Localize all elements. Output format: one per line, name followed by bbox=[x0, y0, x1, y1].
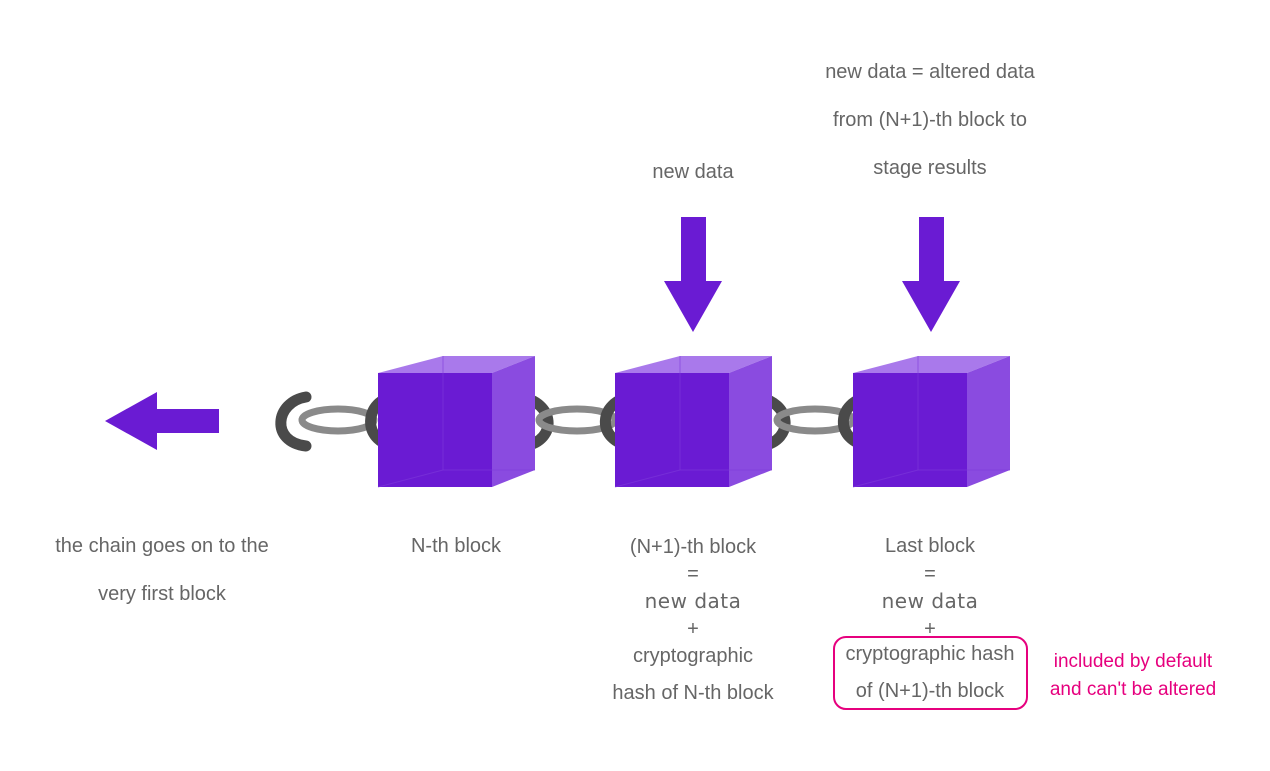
down-arrow-icon bbox=[902, 217, 960, 332]
label-line: from (N+1)-th block to bbox=[833, 109, 1027, 131]
down-arrow-icon bbox=[664, 217, 722, 332]
label-line: included by default bbox=[1054, 651, 1213, 672]
chain-start-label: the chain goes on to the very first bloc… bbox=[55, 535, 269, 605]
last-block-label: Last block = new data + cryptographic ha… bbox=[846, 535, 1015, 702]
label-line: (N+1)-th block bbox=[630, 536, 757, 558]
label-line: of (N+1)-th block bbox=[856, 680, 1005, 702]
last-block-input-label: new data = altered data from (N+1)-th bl… bbox=[825, 61, 1035, 179]
chain-link-icon bbox=[275, 391, 401, 452]
label-line: Last block bbox=[885, 535, 976, 557]
label-line: = bbox=[687, 563, 699, 585]
label-line: new data = altered data bbox=[825, 61, 1035, 83]
n-th-block-cube bbox=[377, 356, 535, 488]
label-line: + bbox=[924, 618, 936, 640]
label-line: and can't be altered bbox=[1050, 679, 1216, 700]
label-line: stage results bbox=[873, 157, 986, 179]
label-line: new data bbox=[645, 589, 742, 613]
label-line: hash of N-th block bbox=[612, 682, 774, 704]
label-line: + bbox=[687, 618, 699, 640]
n-plus-1-block-cube bbox=[614, 356, 772, 488]
label-line: cryptographic hash bbox=[846, 643, 1015, 665]
label-line: very first block bbox=[98, 583, 227, 605]
label-line: new data bbox=[882, 589, 979, 613]
label-line: cryptographic bbox=[633, 645, 753, 667]
last-block-cube bbox=[852, 356, 1010, 488]
left-arrow-icon bbox=[105, 392, 219, 450]
n-th-block-label: N-th block bbox=[411, 535, 502, 557]
hash-highlight-box bbox=[833, 636, 1028, 710]
n-plus-1-block-label: (N+1)-th block = new data + cryptographi… bbox=[612, 536, 774, 704]
middle-block-input-label: new data bbox=[652, 161, 734, 183]
label-line: the chain goes on to the bbox=[55, 535, 269, 557]
label-line: = bbox=[924, 563, 936, 585]
callout-note: included by default and can't be altered bbox=[1050, 651, 1216, 700]
